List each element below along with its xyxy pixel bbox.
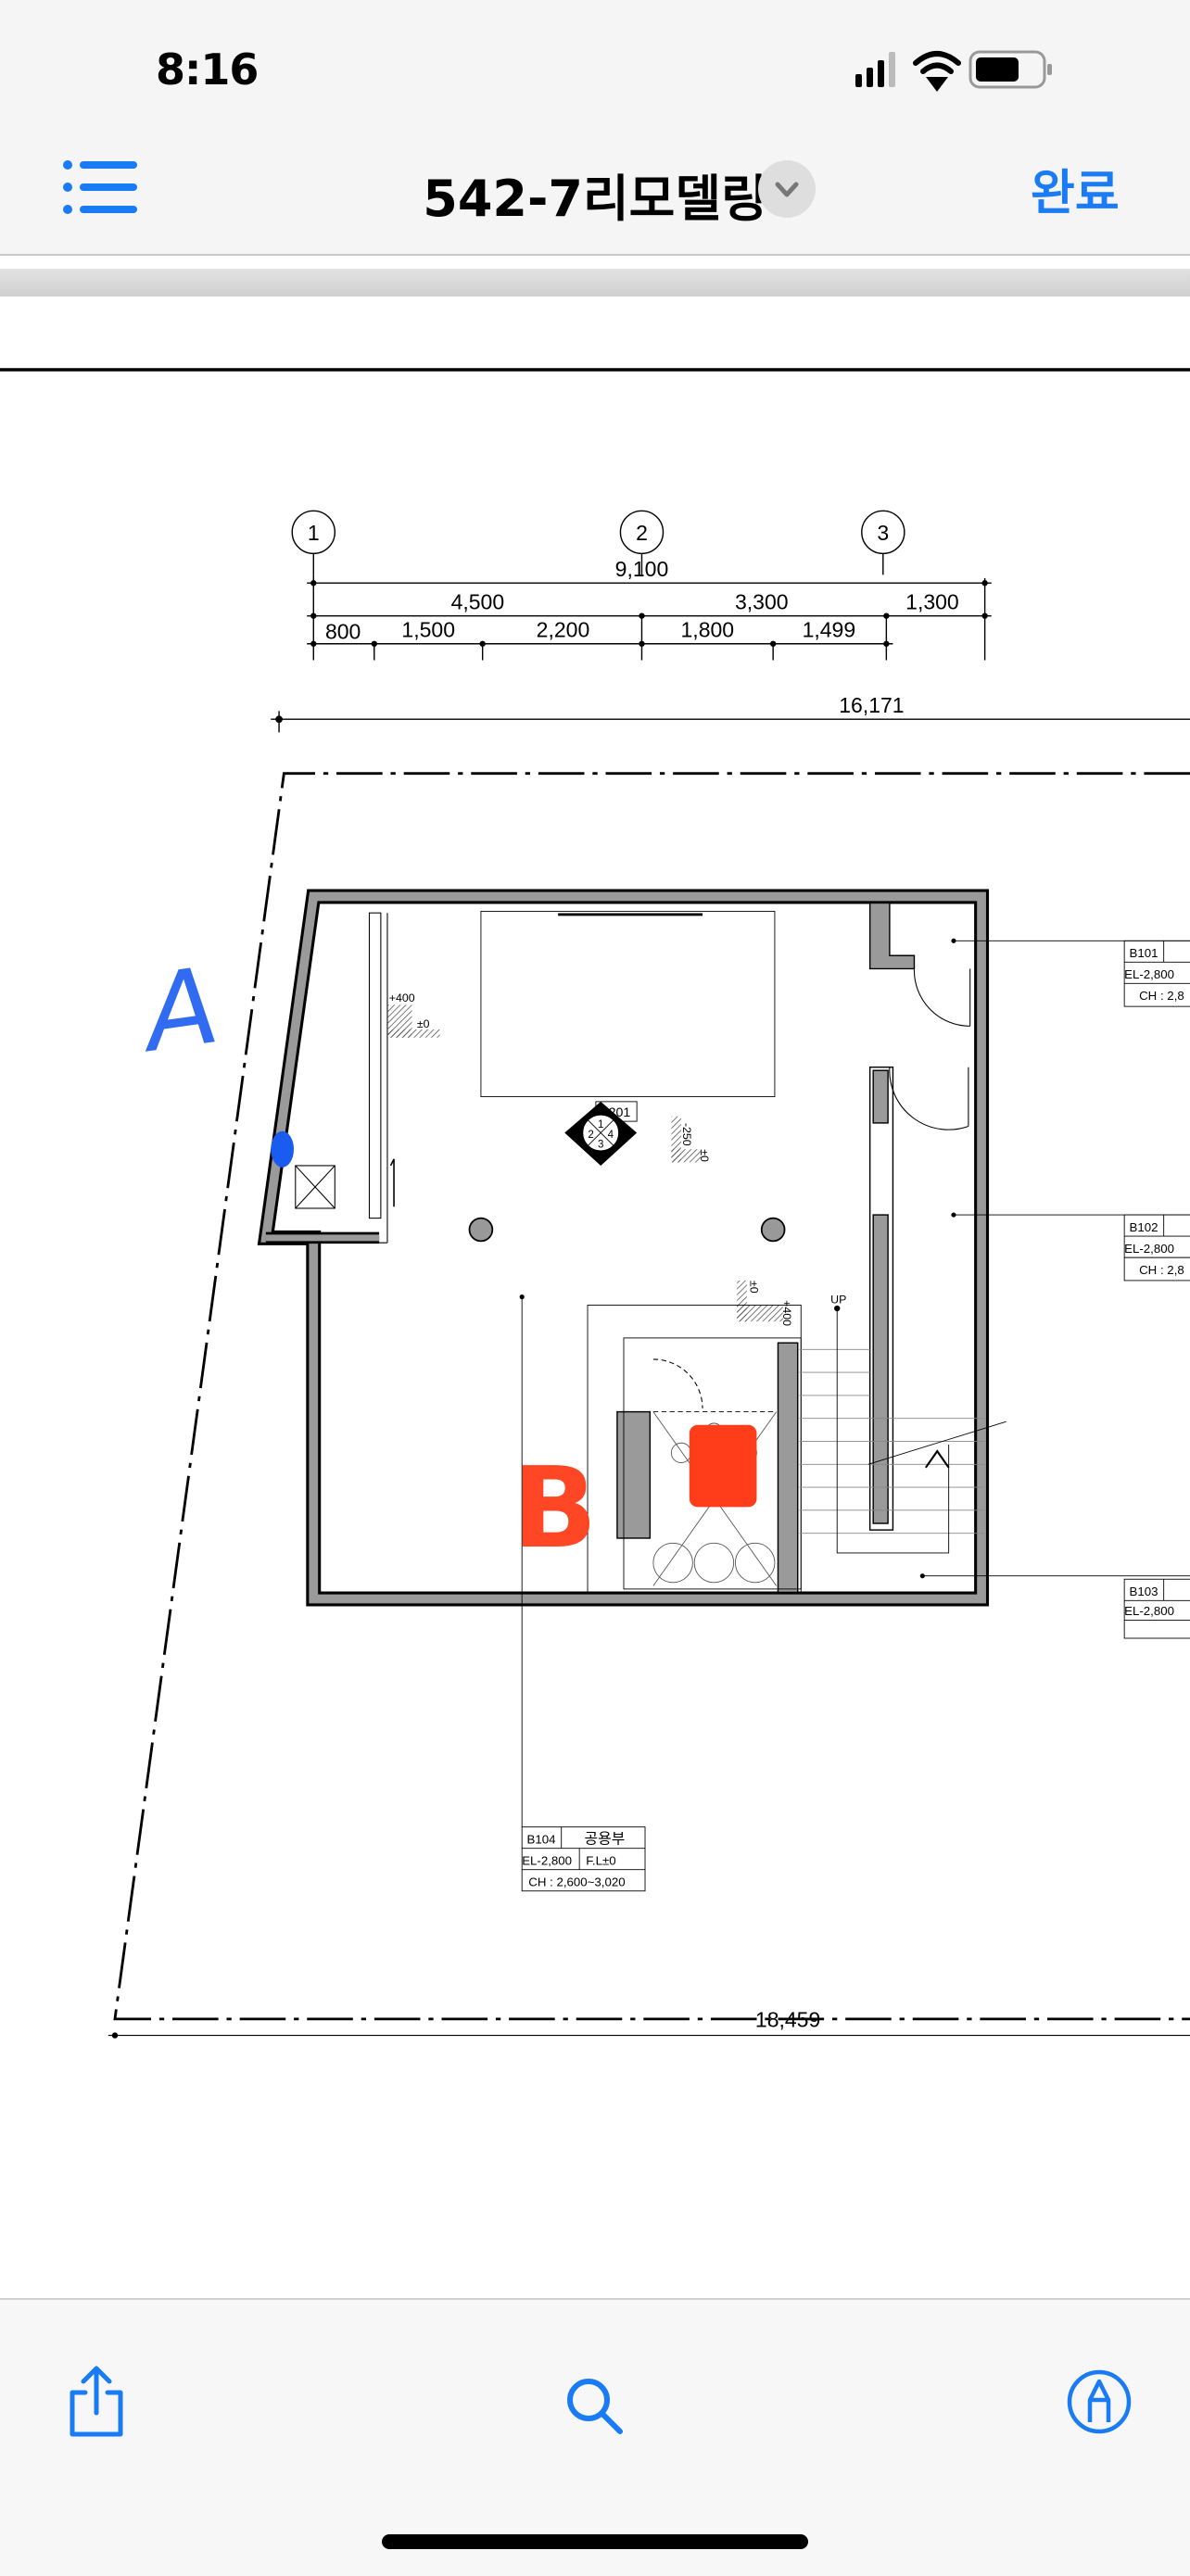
level-markers: +400 ±0 -250 ±0 ±0 +400 <box>386 991 793 1326</box>
share-icon[interactable] <box>63 2365 130 2439</box>
page-separator <box>0 269 1190 297</box>
grid-bubble-1: 1 <box>291 510 335 575</box>
svg-text:B104: B104 <box>527 1832 556 1846</box>
svg-text:A: A <box>131 944 225 1076</box>
dim-label: 800 <box>325 619 361 643</box>
grid-bubbles: 1 2 3 <box>291 510 905 575</box>
grid-bubble-3: 3 <box>861 510 905 575</box>
svg-text:B102: B102 <box>1129 1220 1158 1234</box>
wifi-icon <box>913 51 961 92</box>
room-tag-b104: B104 공용부 EL-2,800 F.L±0 CH : 2,600~3,020 <box>521 1826 646 1892</box>
annotation-a: A <box>131 944 225 1076</box>
svg-text:CH : 2,600~3,020: CH : 2,600~3,020 <box>528 1875 625 1888</box>
svg-text:±0: ±0 <box>698 1149 711 1162</box>
stair-up-label: UP <box>830 1294 846 1307</box>
svg-text:2: 2 <box>588 1130 593 1141</box>
svg-text:B: B <box>513 1444 598 1573</box>
room-tag-b101: B101 EL-2,800 CH : 2,8 <box>1123 940 1190 1007</box>
room-tag-b102: B102 EL-2,800 CH : 2,8 <box>1123 1214 1190 1282</box>
room-tag-b103: B103 EL-2,800 <box>1123 1578 1190 1639</box>
markup-icon[interactable] <box>1066 2368 1133 2435</box>
svg-text:±0: ±0 <box>417 1017 430 1030</box>
document-title[interactable]: 542-7리모델링 <box>423 170 767 228</box>
svg-text:±0: ±0 <box>747 1281 760 1294</box>
svg-text:B101: B101 <box>1129 946 1158 960</box>
home-indicator[interactable] <box>382 2534 808 2549</box>
doors <box>652 968 971 1409</box>
section-marker-i201: I-201 1 2 3 4 <box>564 1101 638 1166</box>
window-frame <box>295 912 395 1244</box>
svg-text:EL-2,800: EL-2,800 <box>1124 1604 1174 1618</box>
svg-text:2: 2 <box>636 521 648 545</box>
title-menu-chevron-icon[interactable] <box>758 160 816 218</box>
dim-label: 4,500 <box>451 590 505 614</box>
annotation-a-dot <box>271 1130 295 1168</box>
exterior-walls <box>257 889 990 1607</box>
battery-icon <box>968 50 1052 89</box>
svg-text:1: 1 <box>308 521 320 545</box>
top-bar: 8:16 542-7리모델링 완료 <box>0 0 1190 256</box>
staircase <box>587 1305 1006 1593</box>
annotation-b-scribble <box>689 1424 757 1508</box>
list-icon[interactable] <box>63 159 141 215</box>
grid-bubble-2: 2 <box>619 510 665 575</box>
cellular-signal-icon <box>855 52 895 87</box>
svg-text:EL-2,800: EL-2,800 <box>1124 1242 1174 1256</box>
dim-label: 1,800 <box>681 618 735 642</box>
svg-text:EL-2,800: EL-2,800 <box>522 1853 572 1867</box>
leader-lines <box>519 938 1190 1827</box>
dimension-labels: 9,100 4,500 3,300 1,300 800 1,500 2,200 … <box>325 557 959 2032</box>
svg-text:CH : 2,8: CH : 2,8 <box>1139 1263 1184 1277</box>
dim-label: 1,499 <box>803 618 856 642</box>
dim-label: 2,200 <box>537 618 590 642</box>
search-icon[interactable] <box>563 2374 627 2439</box>
dim-site-top: 16,171 <box>839 693 904 717</box>
interior-walls <box>616 902 916 1594</box>
svg-text:3: 3 <box>598 1139 603 1150</box>
columns <box>468 1217 786 1243</box>
ceiling-outline <box>480 910 776 1098</box>
svg-text:3: 3 <box>877 521 889 545</box>
svg-text:+400: +400 <box>389 991 415 1004</box>
svg-text:EL-2,800: EL-2,800 <box>1124 967 1174 981</box>
bottom-toolbar <box>0 2298 1190 2576</box>
dim-total: 9,100 <box>615 557 669 581</box>
svg-text:1: 1 <box>598 1119 603 1130</box>
svg-text:4: 4 <box>608 1130 614 1141</box>
status-icons <box>855 50 1052 92</box>
dim-label: 1,300 <box>905 590 959 614</box>
svg-text:B103: B103 <box>1129 1585 1158 1598</box>
dim-label: 1,500 <box>401 618 455 642</box>
dim-label: 3,300 <box>735 590 789 614</box>
svg-text:-250: -250 <box>680 1123 693 1146</box>
svg-text:공용부: 공용부 <box>584 1830 625 1847</box>
status-time: 8:16 <box>156 44 259 95</box>
svg-text:CH : 2,8: CH : 2,8 <box>1139 989 1184 1003</box>
annotation-b: B <box>513 1444 598 1573</box>
site-boundary <box>113 772 1190 2021</box>
done-button[interactable]: 완료 <box>1031 166 1120 221</box>
dimension-lines <box>271 575 1190 733</box>
svg-text:+400: +400 <box>780 1300 793 1326</box>
svg-text:F.L±0: F.L±0 <box>586 1853 615 1867</box>
